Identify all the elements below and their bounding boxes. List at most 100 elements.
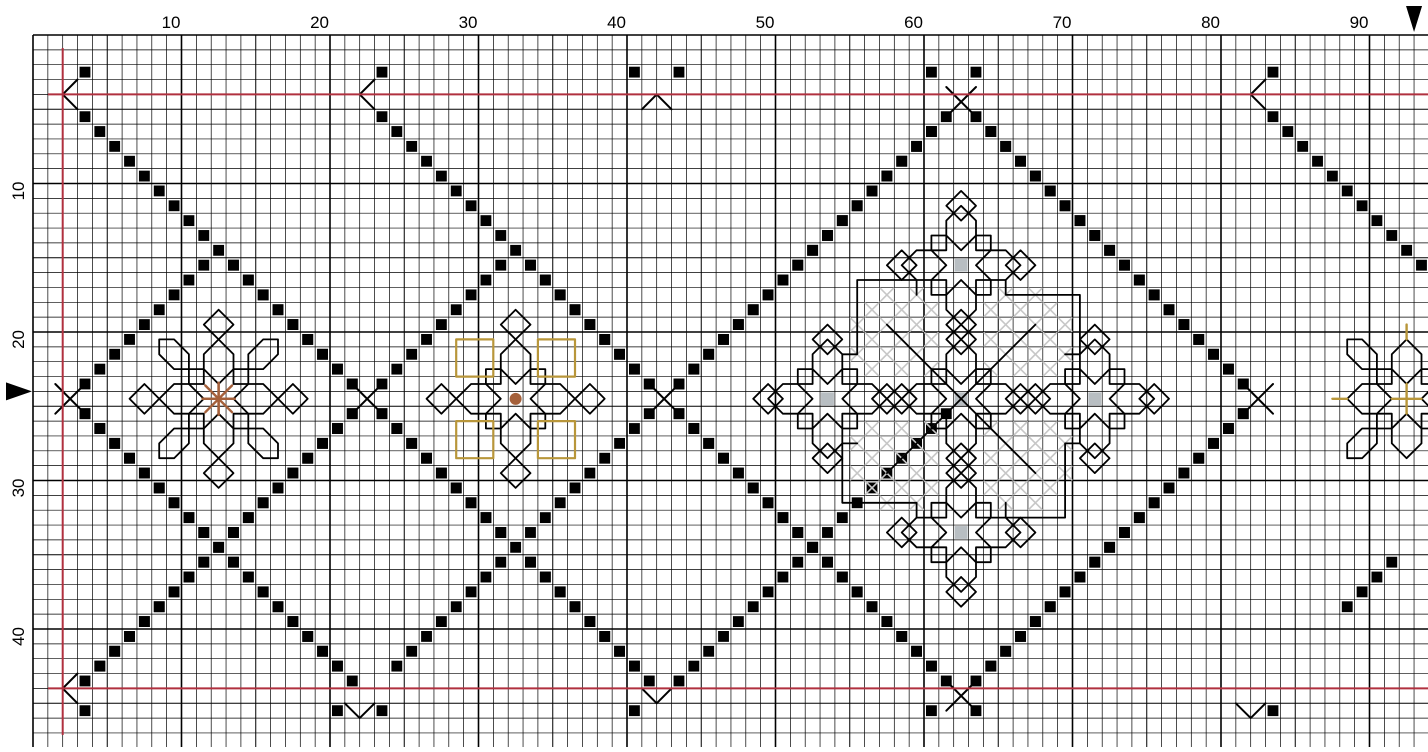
column-ruler-label: 70	[1053, 13, 1072, 32]
edge-backstitch	[63, 94, 78, 109]
lattice-stitch	[1297, 141, 1308, 152]
lattice-stitch	[109, 438, 120, 449]
lattice-stitch	[495, 557, 506, 568]
lattice-stitch	[763, 289, 774, 300]
row-ruler-label: 20	[9, 330, 28, 349]
lattice-stitch	[1372, 215, 1383, 226]
lattice-stitch	[852, 200, 863, 211]
motif-corner	[1347, 339, 1377, 369]
row-center-arrow	[6, 382, 32, 400]
lattice-stitch	[1030, 616, 1041, 627]
lattice-stitch	[481, 215, 492, 226]
lattice-stitch	[436, 468, 447, 479]
motif-corner	[159, 339, 189, 369]
lattice-stitch	[258, 289, 269, 300]
lattice-stitch	[1401, 245, 1412, 256]
lattice-stitch	[718, 631, 729, 642]
lattice-stitch	[1312, 156, 1323, 167]
lattice-stitch	[674, 676, 685, 687]
lattice-stitch	[139, 468, 150, 479]
lattice-stitch	[287, 468, 298, 479]
lattice-stitch	[1060, 200, 1071, 211]
lattice-stitch	[778, 275, 789, 286]
lattice-stitch	[584, 616, 595, 627]
lattice-stitch	[748, 483, 759, 494]
lattice-stitch	[466, 200, 477, 211]
lattice-stitch	[109, 646, 120, 657]
lattice-stitch	[792, 557, 803, 568]
lattice-stitch	[1089, 557, 1100, 568]
lattice-stitch	[436, 171, 447, 182]
lattice-stitch	[228, 557, 239, 568]
lattice-stitch	[421, 334, 432, 345]
lattice-stitch	[555, 289, 566, 300]
edge-backstitch	[1251, 94, 1266, 109]
column-ruler-label: 80	[1201, 13, 1220, 32]
lattice-stitch	[718, 453, 729, 464]
lattice-stitch	[807, 542, 818, 553]
lattice-stitch	[911, 141, 922, 152]
lattice-stitch	[332, 423, 343, 434]
lattice-stitch	[1075, 572, 1086, 583]
edge-stitch	[1268, 67, 1279, 78]
small-star-motif	[130, 310, 308, 488]
lattice-stitch	[94, 364, 105, 375]
lattice-stitch	[302, 631, 313, 642]
edge-stitch	[674, 67, 685, 78]
lattice-stitch	[495, 527, 506, 538]
edge-stitch	[971, 67, 982, 78]
lattice-stitch	[273, 483, 284, 494]
motif-outer-petal	[204, 310, 234, 340]
lattice-stitch	[481, 512, 492, 523]
lattice-stitch	[139, 319, 150, 330]
lattice-stitch	[94, 661, 105, 672]
edge-stitch	[377, 705, 388, 716]
lattice-stitch	[584, 319, 595, 330]
lattice-stitch	[1164, 483, 1175, 494]
lattice-stitch	[852, 586, 863, 597]
lattice-stitch	[748, 601, 759, 612]
lattice-stitch	[466, 586, 477, 597]
motif-outer-petal	[427, 384, 457, 414]
lattice-stitch	[1342, 186, 1353, 197]
lattice-stitch	[154, 304, 165, 315]
lattice-stitch	[317, 438, 328, 449]
lattice-stitch	[243, 512, 254, 523]
lattice-stitch	[213, 542, 224, 553]
lattice-stitch	[436, 616, 447, 627]
lattice-stitch	[421, 156, 432, 167]
lattice-stitch	[154, 186, 165, 197]
lattice-stitch	[347, 676, 358, 687]
lattice-stitch	[495, 230, 506, 241]
motif-outer-petal	[278, 384, 308, 414]
lattice-stitch	[644, 676, 655, 687]
lattice-stitch	[792, 260, 803, 271]
lattice-stitch	[154, 601, 165, 612]
edge-stitch	[926, 67, 937, 78]
lattice-stitch	[124, 156, 135, 167]
lattice-stitch	[1223, 364, 1234, 375]
lattice-stitch	[1342, 601, 1353, 612]
column-ruler-label: 30	[459, 13, 478, 32]
motif-corner	[159, 429, 189, 459]
lattice-stitch	[599, 453, 610, 464]
lattice-stitch	[1416, 260, 1427, 271]
lattice-stitch	[822, 230, 833, 241]
lattice-stitch	[1000, 646, 1011, 657]
lattice-stitch	[778, 572, 789, 583]
lattice-stitch	[243, 275, 254, 286]
lattice-stitch	[1045, 601, 1056, 612]
lattice-stitch	[258, 497, 269, 508]
lattice-stitch	[451, 304, 462, 315]
lattice-stitch	[1104, 542, 1115, 553]
lattice-stitch	[1372, 572, 1383, 583]
lattice-stitch	[421, 453, 432, 464]
lattice-stitch	[540, 572, 551, 583]
column-ruler-label: 60	[904, 13, 923, 32]
column-ruler-label: 90	[1350, 13, 1369, 32]
lattice-stitch	[169, 586, 180, 597]
lattice-stitch	[540, 512, 551, 523]
lattice-stitch	[1015, 631, 1026, 642]
edge-backstitch	[1251, 80, 1266, 95]
lattice-stitch	[124, 453, 135, 464]
